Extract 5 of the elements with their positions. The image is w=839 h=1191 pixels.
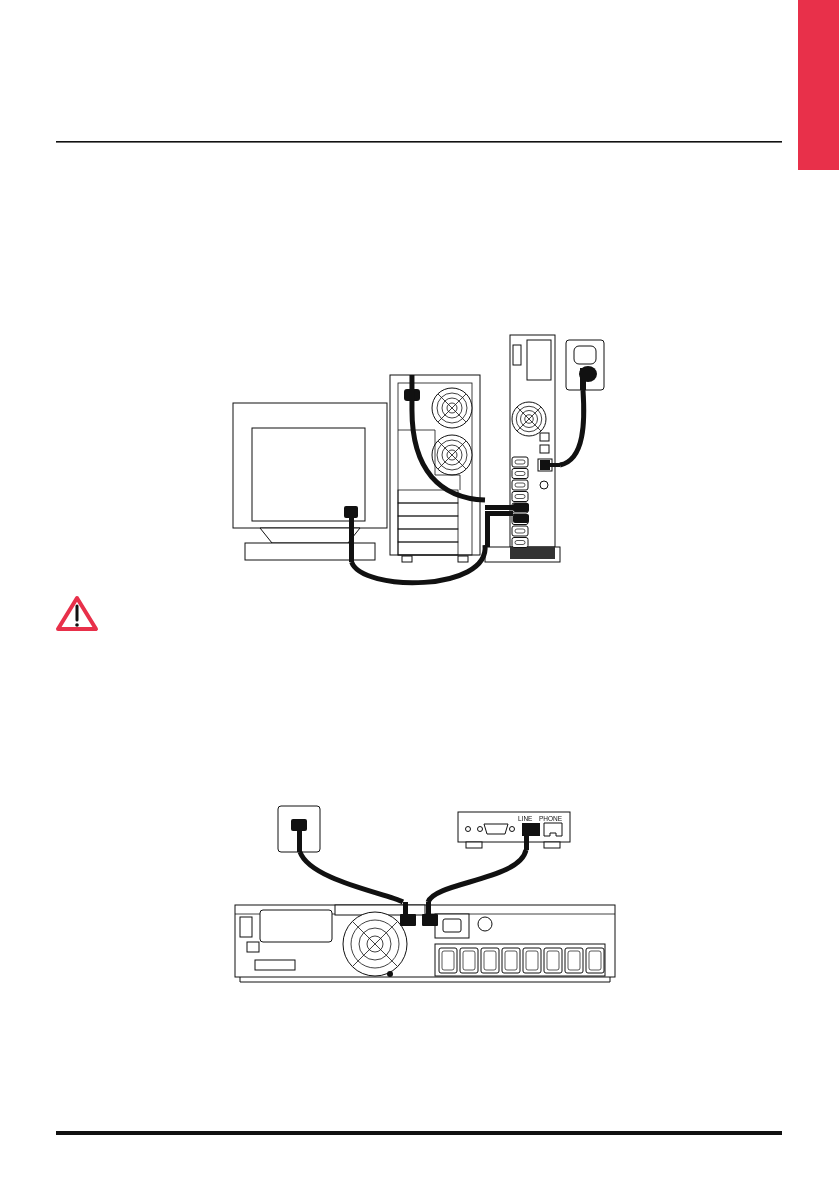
cable bbox=[426, 849, 529, 904]
cable bbox=[559, 389, 587, 468]
cable bbox=[409, 375, 486, 503]
cable bbox=[349, 544, 488, 586]
cable bbox=[297, 850, 404, 905]
